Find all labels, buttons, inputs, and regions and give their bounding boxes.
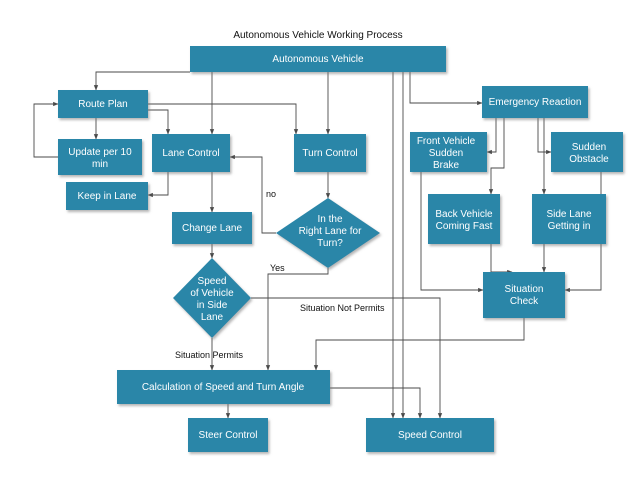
edge-update-loop <box>33 101 59 158</box>
edge-speeddiamond-notpermits-to-speedcontrol <box>251 297 443 419</box>
edge-decision-no-to-lanecontrol <box>229 154 276 234</box>
edge-emergency-to-frontvehicle <box>486 118 497 155</box>
edge-label-situation-not-permits: Situation Not Permits <box>300 303 385 313</box>
edge-routeplan-to-turncontrol <box>148 103 299 135</box>
node-autonomous-vehicle[interactable]: Autonomous Vehicle <box>190 46 446 72</box>
node-speed-control-label: Speed Control <box>398 430 462 441</box>
node-emergency-reaction[interactable]: Emergency Reaction <box>482 86 588 118</box>
node-change-lane-label: Change Lane <box>182 223 242 234</box>
edge-lanecontrol-to-keeplane <box>147 172 169 198</box>
diagram-title: Autonomous Vehicle Working Process <box>233 30 402 41</box>
node-steer-control[interactable]: Steer Control <box>188 418 268 452</box>
node-turn-control[interactable]: Turn Control <box>294 134 366 172</box>
node-keep-in-lane[interactable]: Keep in Lane <box>66 182 148 210</box>
edges <box>33 71 602 419</box>
edge-frontvehicle-to-check <box>420 172 484 293</box>
node-turn-control-label: Turn Control <box>302 148 357 159</box>
edge-emergency-to-backvehicle <box>488 118 505 195</box>
edge-emergency-to-suddenobstacle <box>537 118 552 155</box>
node-emergency-reaction-label: Emergency Reaction <box>489 97 582 108</box>
nodes: Autonomous Vehicle Route Plan Lane Contr… <box>58 46 623 452</box>
edge-av-to-routeplan <box>93 71 190 91</box>
edge-label-situation-permits: Situation Permits <box>175 350 244 360</box>
edge-routeplan-to-lanecontrol <box>148 109 171 135</box>
edge-calc-to-speedcontrol <box>330 387 423 419</box>
node-lane-control-label: Lane Control <box>162 148 219 159</box>
node-change-lane[interactable]: Change Lane <box>172 212 252 244</box>
node-lane-control[interactable]: Lane Control <box>152 134 230 172</box>
node-autonomous-vehicle-label: Autonomous Vehicle <box>272 54 364 65</box>
edge-label-no: no <box>266 189 276 199</box>
node-calc-speed-turn-angle[interactable]: Calculation of Speed and Turn Angle <box>117 370 330 404</box>
node-route-plan-label: Route Plan <box>78 99 127 110</box>
node-calc-label: Calculation of Speed and Turn Angle <box>142 382 305 393</box>
edge-av-to-emergency <box>409 72 483 106</box>
edge-backvehicle-to-check <box>490 244 513 275</box>
node-keep-in-lane-label: Keep in Lane <box>78 191 137 202</box>
node-steer-control-label: Steer Control <box>199 430 258 441</box>
edge-label-yes: Yes <box>270 263 285 273</box>
edge-check-to-calc <box>313 318 525 371</box>
node-route-plan[interactable]: Route Plan <box>58 90 148 118</box>
edge-decision-yes-to-calc <box>265 268 329 371</box>
node-speed-control[interactable]: Speed Control <box>366 418 494 452</box>
